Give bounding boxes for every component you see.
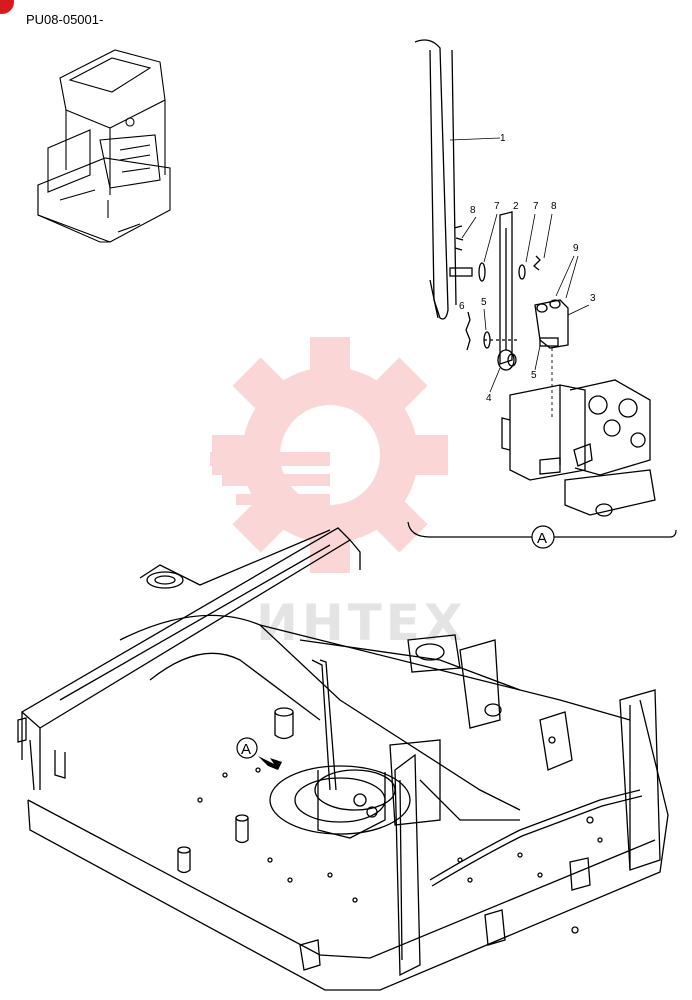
part-code: PU08-05001- — [26, 12, 104, 27]
callout-8a: 8 — [470, 205, 476, 216]
callout-7b: 7 — [533, 201, 539, 212]
callout-7a: 7 — [494, 201, 500, 212]
callout-5b: 5 — [531, 370, 537, 381]
ref-a-arrow-icon — [258, 756, 282, 770]
callout-3: 3 — [590, 293, 596, 304]
ref-a-circle — [236, 737, 258, 759]
callout-leaders — [461, 213, 590, 393]
detail-a-circle — [531, 525, 555, 549]
callout-4: 4 — [486, 393, 492, 404]
callout-6: 6 — [459, 301, 465, 312]
detail-a-label: A — [537, 530, 547, 547]
watermark-gear-icon — [210, 337, 448, 573]
callout-1: 1 — [500, 133, 506, 144]
main-frame-drawing — [17, 527, 669, 991]
callout-numbers: 1 2 3 4 5 5 6 7 7 8 8 9 — [459, 133, 596, 404]
callout-2: 2 — [513, 201, 519, 212]
excavator-thumbnail — [37, 49, 171, 243]
detail-a-exploded-view — [414, 39, 656, 517]
callout-8b: 8 — [551, 201, 557, 212]
callout-9: 9 — [573, 243, 579, 254]
watermark-text: ИНТЕХ — [256, 594, 467, 652]
ref-a-label: A — [241, 741, 251, 758]
callout-5a: 5 — [481, 297, 487, 308]
